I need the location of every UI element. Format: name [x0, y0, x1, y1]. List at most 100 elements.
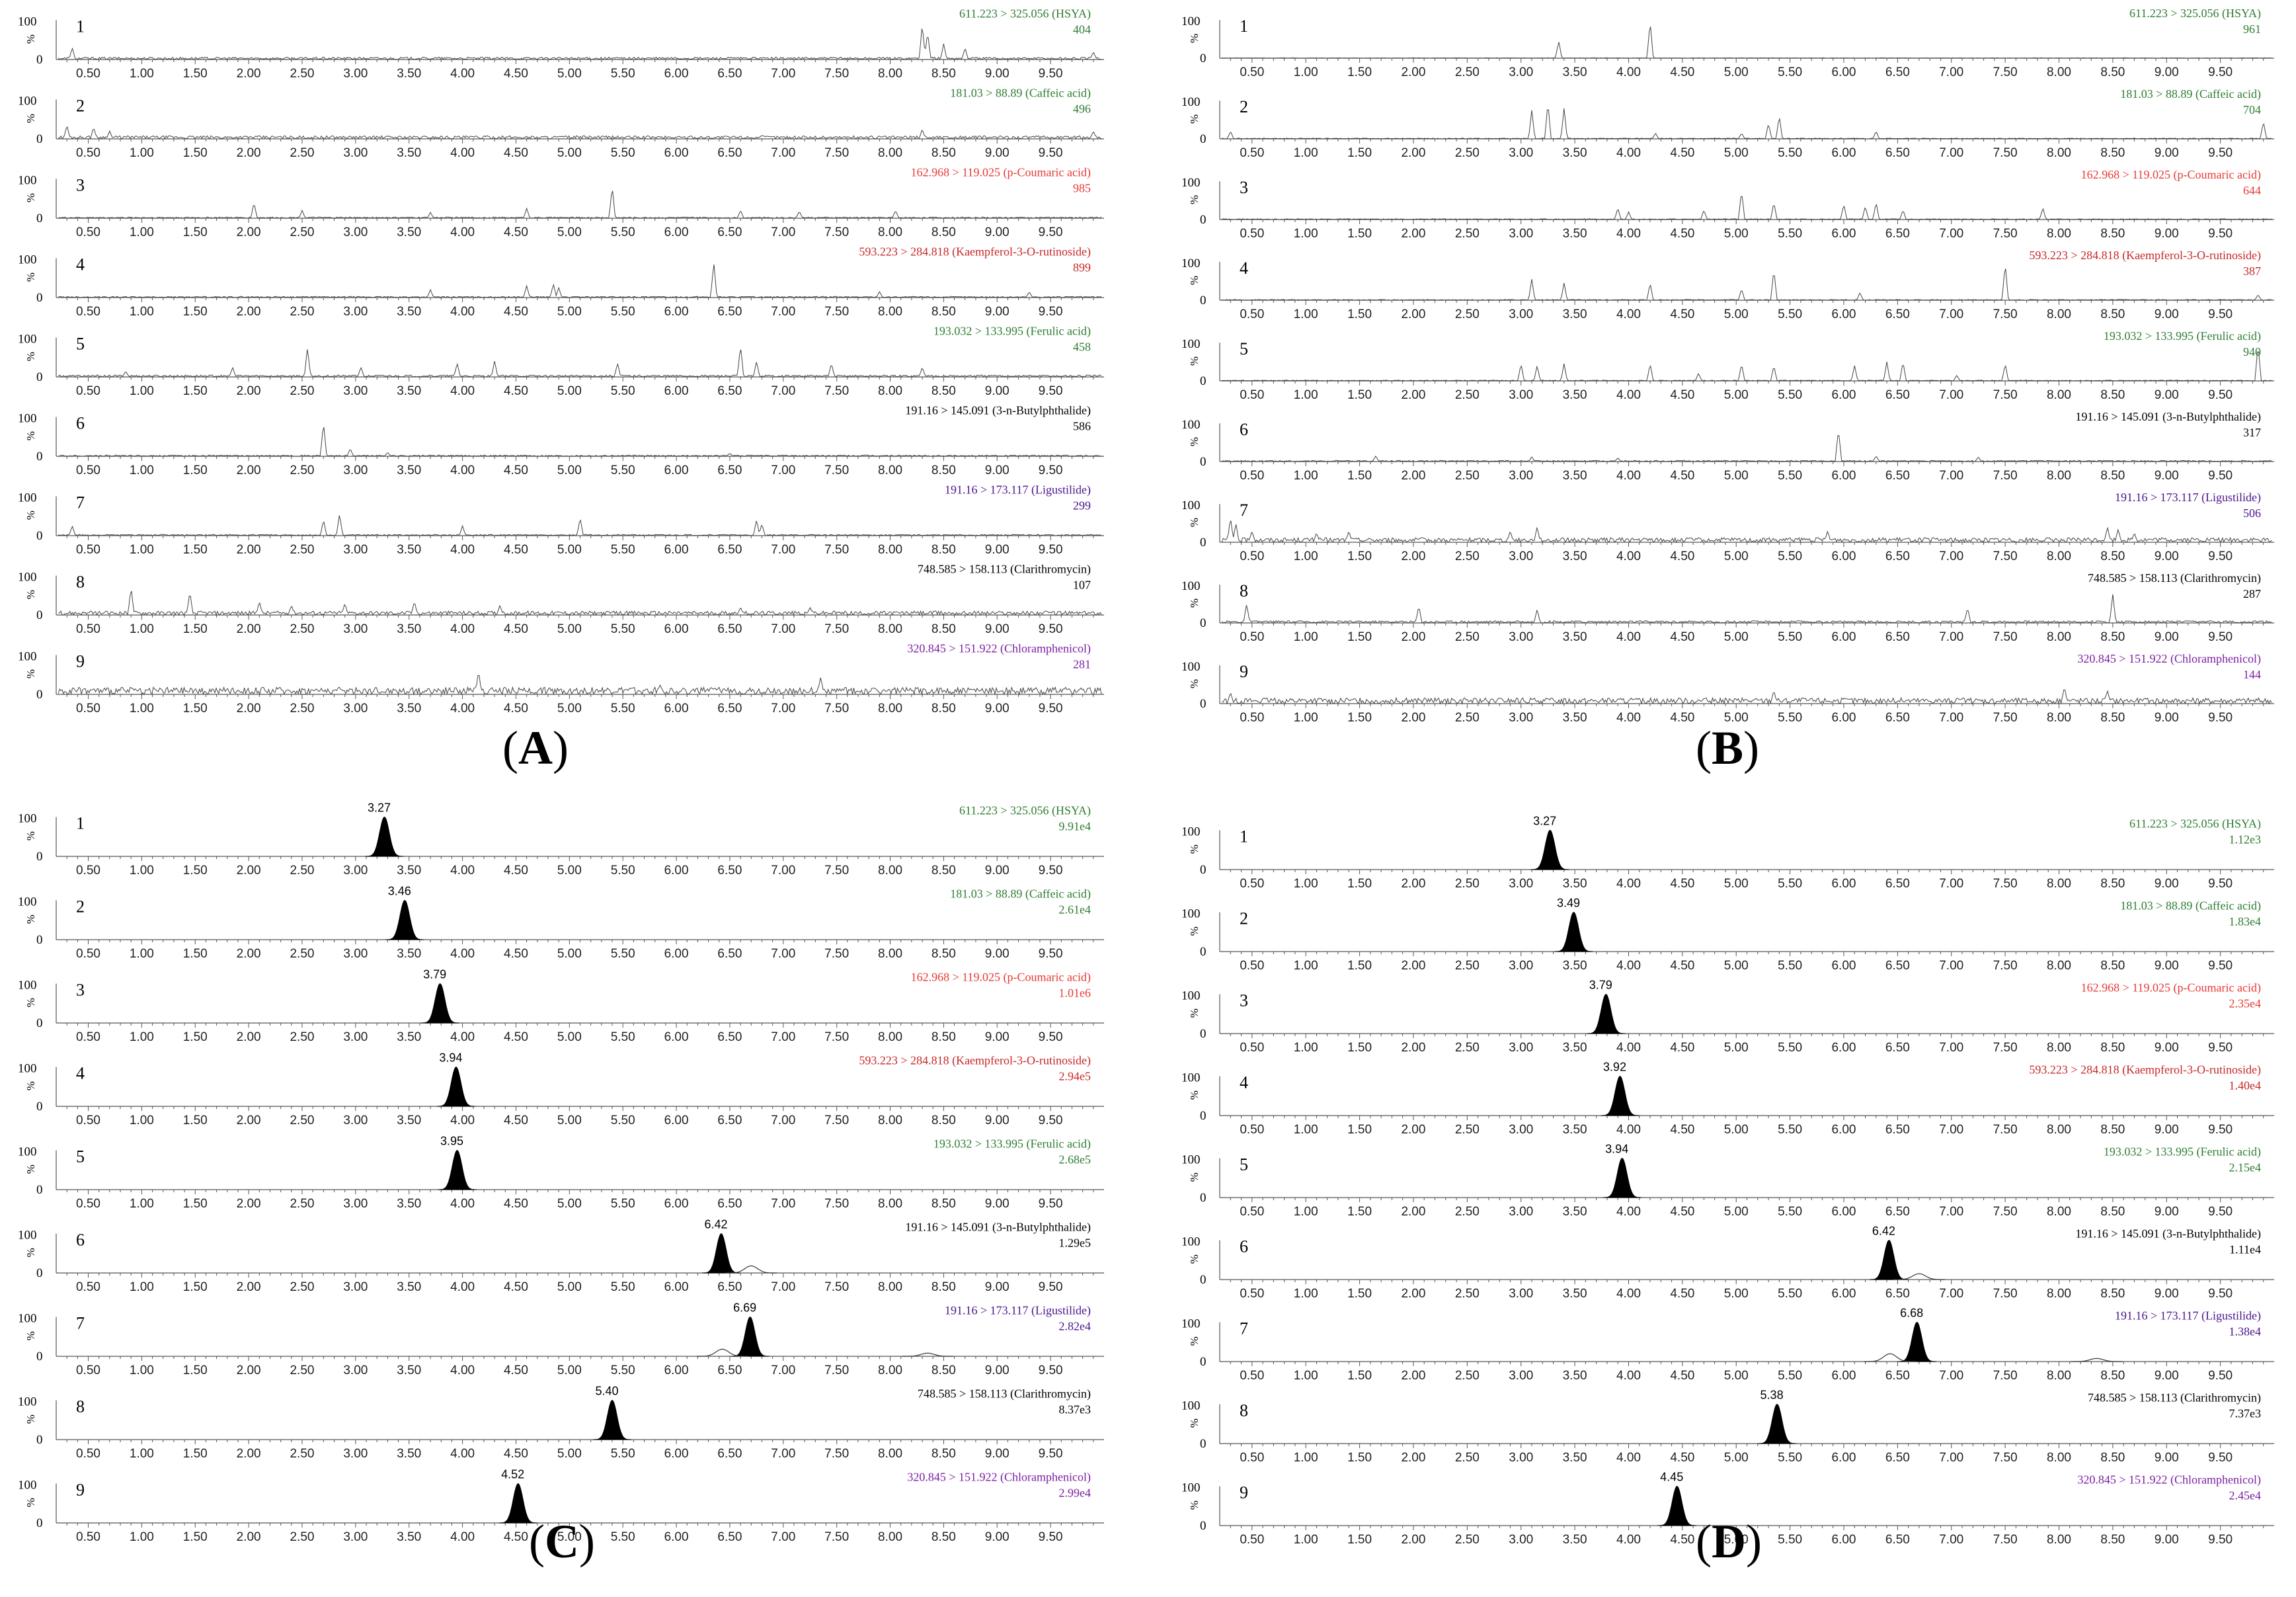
x-tick-label: 8.00 — [2047, 550, 2071, 563]
y-label-100: 100 — [1181, 1399, 1201, 1413]
y-label-100: 100 — [18, 1145, 37, 1159]
x-tick-label: 6.50 — [1885, 711, 1910, 725]
transition-label: 191.16 > 145.091 (3-n-Butylphthalide) — [2075, 410, 2261, 424]
x-tick-label: 3.50 — [397, 225, 421, 239]
x-tick-label: 8.00 — [878, 1030, 902, 1044]
x-tick-label: 3.50 — [397, 67, 421, 81]
y-label-0: 0 — [36, 1183, 43, 1197]
x-tick-label: 2.50 — [290, 864, 314, 878]
x-tick-label: 8.00 — [2047, 227, 2071, 241]
x-tick-label: 3.00 — [1509, 1123, 1533, 1137]
trace-index: 7 — [1240, 1319, 1248, 1338]
x-tick-label: 6.50 — [717, 622, 742, 636]
x-tick-label: 9.50 — [1039, 702, 1063, 716]
x-tick-label: 8.00 — [878, 1114, 902, 1127]
x-tick-label: 3.00 — [1509, 307, 1533, 321]
x-tick-label: 2.00 — [237, 384, 261, 398]
peak-label: 3.94 — [439, 1051, 462, 1065]
x-tick-label: 5.50 — [611, 384, 635, 398]
x-tick-label: 2.50 — [1455, 65, 1480, 79]
x-tick-label: 7.50 — [824, 1447, 849, 1461]
x-tick-label: 9.50 — [2208, 227, 2233, 241]
y-label-0: 0 — [36, 370, 43, 384]
main-peak — [1757, 1403, 1797, 1444]
x-tick-label: 8.00 — [2047, 711, 2071, 725]
x-tick-label: 1.50 — [183, 67, 208, 81]
x-tick-label: 5.00 — [557, 464, 582, 477]
x-tick-label: 3.50 — [1563, 877, 1587, 891]
x-tick-label: 8.50 — [931, 464, 956, 477]
y-label-100: 100 — [18, 253, 37, 267]
x-tick-label: 1.00 — [1294, 146, 1318, 160]
intensity-label: 1.12e3 — [2229, 833, 2262, 846]
x-tick-label: 7.50 — [824, 622, 849, 636]
intensity-label: 2.99e4 — [1059, 1487, 1091, 1500]
y-label-0: 0 — [1200, 455, 1207, 469]
x-tick-label: 7.50 — [1993, 307, 2018, 321]
x-tick-label: 0.50 — [76, 464, 100, 477]
x-tick-label: 8.00 — [2047, 1123, 2071, 1137]
main-peak — [1603, 1157, 1642, 1198]
x-tick-label: 0.50 — [76, 225, 100, 239]
x-tick-label: 9.00 — [985, 146, 1009, 160]
x-tick-label: 7.50 — [1993, 1041, 2018, 1055]
x-tick-label: 4.50 — [1670, 1205, 1694, 1219]
y-label-percent: % — [24, 1165, 37, 1174]
x-tick-label: 8.00 — [878, 543, 902, 557]
x-tick-label: 8.50 — [2100, 307, 2125, 321]
x-tick-label: 9.00 — [985, 864, 1009, 878]
x-tick-label: 1.00 — [1294, 1041, 1318, 1055]
x-tick-label: 4.50 — [504, 1530, 528, 1544]
y-label-100: 100 — [1181, 1153, 1201, 1167]
x-tick-label: 8.50 — [931, 1114, 956, 1127]
x-tick-label: 1.00 — [1294, 877, 1318, 891]
x-tick-label: 3.00 — [1509, 711, 1533, 725]
x-tick-label: 4.00 — [450, 1530, 475, 1544]
x-tick-label: 5.00 — [1724, 1287, 1749, 1301]
x-tick-label: 7.00 — [1939, 1287, 1963, 1301]
x-tick-label: 7.50 — [1993, 469, 2018, 483]
y-label-100: 100 — [1181, 989, 1201, 1003]
x-tick-label: 8.00 — [878, 1447, 902, 1461]
x-tick-label: 7.00 — [1939, 1369, 1963, 1383]
x-tick-label: 6.00 — [664, 702, 689, 716]
y-label-percent: % — [1188, 1254, 1201, 1264]
y-label-100: 100 — [18, 895, 37, 909]
trace-index: 1 — [76, 814, 85, 833]
peak-label: 3.95 — [440, 1135, 463, 1148]
x-tick-label: 8.50 — [931, 1447, 956, 1461]
x-tick-label: 7.00 — [771, 67, 795, 81]
x-tick-label: 0.50 — [1240, 877, 1264, 891]
x-tick-label: 5.50 — [1778, 1123, 1802, 1137]
x-tick-label: 1.00 — [1294, 959, 1318, 973]
x-tick-label: 4.50 — [1670, 146, 1694, 160]
x-tick-label: 4.50 — [1670, 1533, 1694, 1547]
transition-label: 181.03 > 88.89 (Caffeic acid) — [2120, 87, 2261, 101]
x-tick-label: 4.50 — [504, 67, 528, 81]
y-label-100: 100 — [1181, 825, 1201, 839]
y-label-percent: % — [24, 193, 37, 202]
x-tick-label: 2.50 — [1455, 227, 1480, 241]
x-tick-label: 3.50 — [397, 1197, 421, 1211]
x-tick-label: 8.50 — [931, 947, 956, 961]
y-label-percent: % — [24, 272, 37, 282]
x-tick-label: 8.50 — [2100, 227, 2125, 241]
x-tick-label: 4.50 — [504, 305, 528, 319]
x-tick-label: 2.00 — [1401, 1123, 1425, 1137]
x-tick-label: 6.50 — [1885, 1533, 1910, 1547]
x-tick-label: 8.00 — [878, 384, 902, 398]
x-tick-label: 9.50 — [2208, 1451, 2233, 1465]
x-tick-label: 9.00 — [2155, 630, 2179, 644]
x-tick-label: 2.50 — [290, 1530, 314, 1544]
x-tick-label: 7.00 — [771, 702, 795, 716]
y-label-100: 100 — [1181, 1317, 1201, 1331]
x-tick-label: 7.50 — [1993, 1451, 2018, 1465]
x-tick-label: 2.50 — [290, 1364, 314, 1377]
x-tick-label: 5.00 — [557, 1197, 582, 1211]
y-label-percent: % — [24, 114, 37, 123]
